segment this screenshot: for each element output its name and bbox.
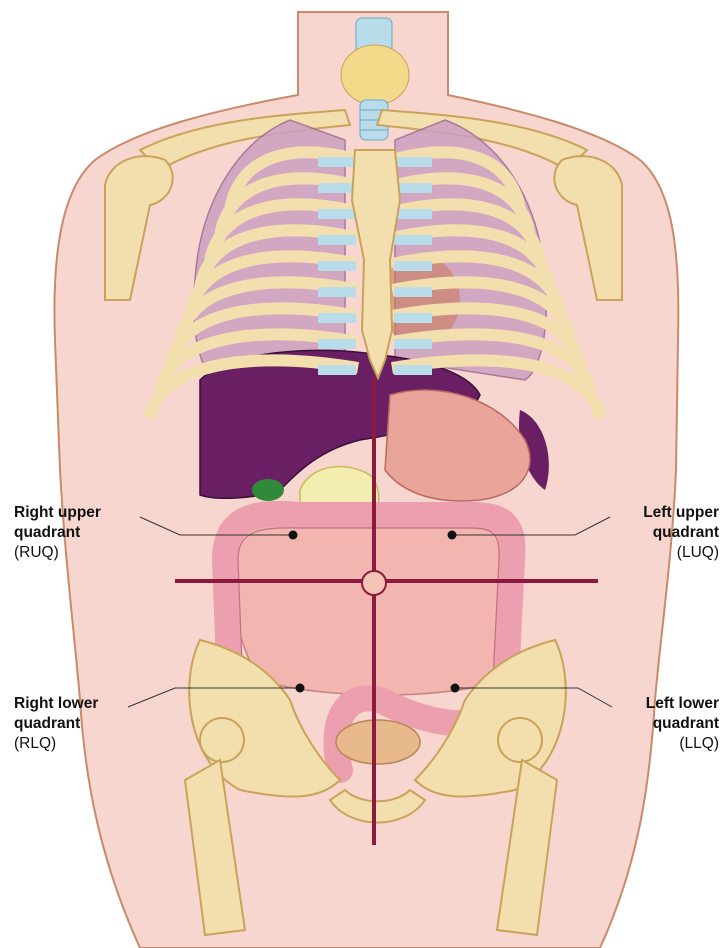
ruq-name-line2: quadrant [14,523,101,543]
ruq-abbr: (RUQ) [14,543,101,563]
rlq-name-line1: Right lower [14,694,98,714]
label-rlq: Right lower quadrant (RLQ) [14,694,98,754]
luq-name-line1: Left upper [643,503,719,523]
rlq-abbr: (RLQ) [14,734,98,754]
bladder [336,720,420,764]
llq-abbr: (LLQ) [646,734,719,754]
label-ruq: Right upper quadrant (RUQ) [14,503,101,563]
label-luq: Left upper quadrant (LUQ) [643,503,719,563]
llq-name-line2: quadrant [646,714,719,734]
umbilicus [362,571,386,595]
rlq-name-line2: quadrant [14,714,98,734]
luq-name-line2: quadrant [643,523,719,543]
ruq-name-line1: Right upper [14,503,101,523]
llq-name-line1: Left lower [646,694,719,714]
luq-abbr: (LUQ) [643,543,719,563]
label-llq: Left lower quadrant (LLQ) [646,694,719,754]
gallbladder [252,479,284,501]
